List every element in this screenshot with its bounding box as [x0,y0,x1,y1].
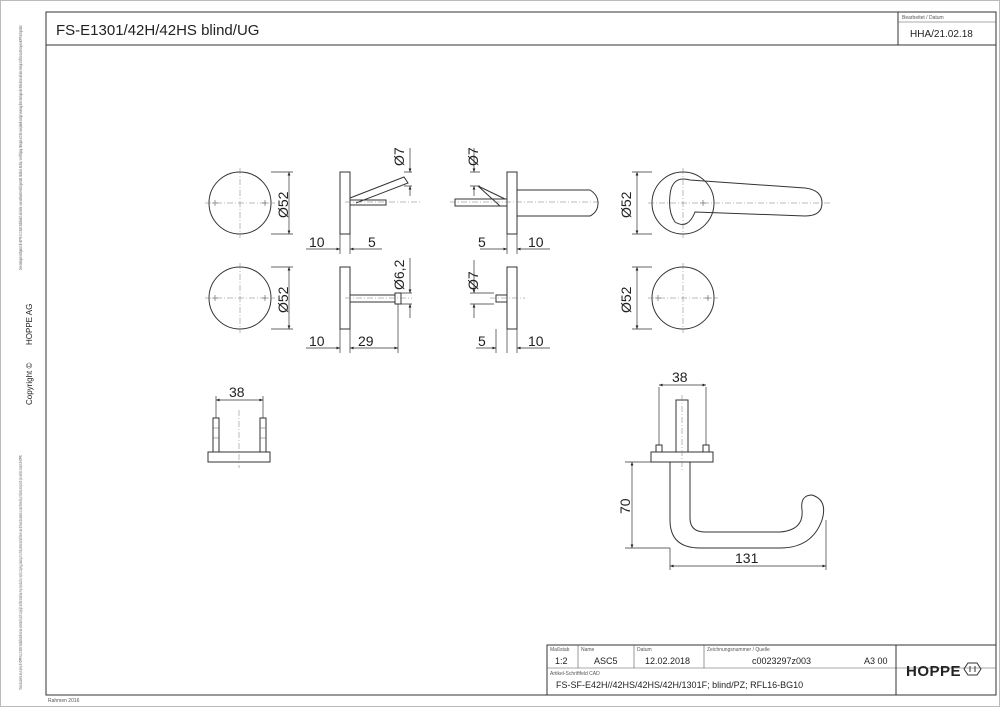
dim-70: 70 [617,498,633,514]
side-view-top-lever [450,148,600,254]
revision-value: HHA/21.02.18 [910,29,973,40]
dim-d52-c: Ø52 [275,286,291,313]
format-value: A3 00 [864,656,888,666]
lever-front-view [632,168,830,238]
company-name: HOPPE AG [25,304,34,345]
dim-10-c: 10 [309,333,325,349]
copyright-label: Copyright © [25,363,34,405]
notice-en: These documents are property of HOPPE AG… [18,455,23,690]
title-block [546,644,997,696]
dim-131: 131 [735,550,759,566]
name-label: Name [581,647,595,653]
sidebar-notices: Diese Unterlagen sind Eigentum der HOPPE… [18,25,34,690]
dim-5-b: 5 [478,234,486,250]
dim-5-c: 5 [478,333,486,349]
rose-front-view-top-left [205,168,293,238]
dim-10-a: 10 [309,234,325,250]
drawing-number-label: Zeichnungsnummer / Quelle [707,647,770,653]
scale-value: 1:2 [555,656,568,666]
frame-note: Rahmen 2016 [48,698,80,704]
dim-38-b: 38 [672,369,688,385]
dim-d52-a: Ø52 [275,191,291,218]
rose-front-view-mid-left [205,263,293,333]
drawing-number: c0023297z003 [752,656,811,666]
lever-side-elevation [625,383,827,570]
date-label: Datum [637,647,652,653]
name-value: ASC5 [594,656,618,666]
side-view-mid-pin [306,258,412,353]
dim-29: 29 [358,333,374,349]
notice-de: Diese Unterlagen sind Eigentum der HOPPE… [18,25,23,270]
hoppe-logo: HOPPE [906,662,982,680]
side-view-mid-right [470,260,550,353]
dim-d7-b: Ø7 [465,147,481,166]
dim-10-b: 10 [528,234,544,250]
dim-d62: Ø6,2 [391,259,407,290]
dim-d7-c: Ø7 [465,271,481,290]
article-label: Artikel-Schriftfeld CAD [550,671,600,677]
rose-front-view-mid-right [632,263,718,333]
article-value: FS-SF-E42H//42HS/42HS/42H/1301F; blind/P… [556,680,803,690]
dim-d52-d: Ø52 [618,286,634,313]
drawing-border [45,11,997,696]
dim-d52-b: Ø52 [618,191,634,218]
side-view-top-blind [306,148,420,254]
revision-label: Bearbeitet / Datum [902,15,944,21]
hoppe-logo-mark [963,662,982,676]
hoppe-logo-text: HOPPE [906,663,961,680]
dim-10-d: 10 [528,333,544,349]
scale-label: Maßstab [550,647,570,653]
rose-plate-section [207,396,271,468]
date-value: 12.02.2018 [645,656,690,666]
dim-38-a: 38 [229,384,245,400]
drawing-title: FS-E1301/42H/42HS blind/UG [56,22,259,39]
dim-5-a: 5 [368,234,376,250]
dim-d7-a: Ø7 [391,147,407,166]
